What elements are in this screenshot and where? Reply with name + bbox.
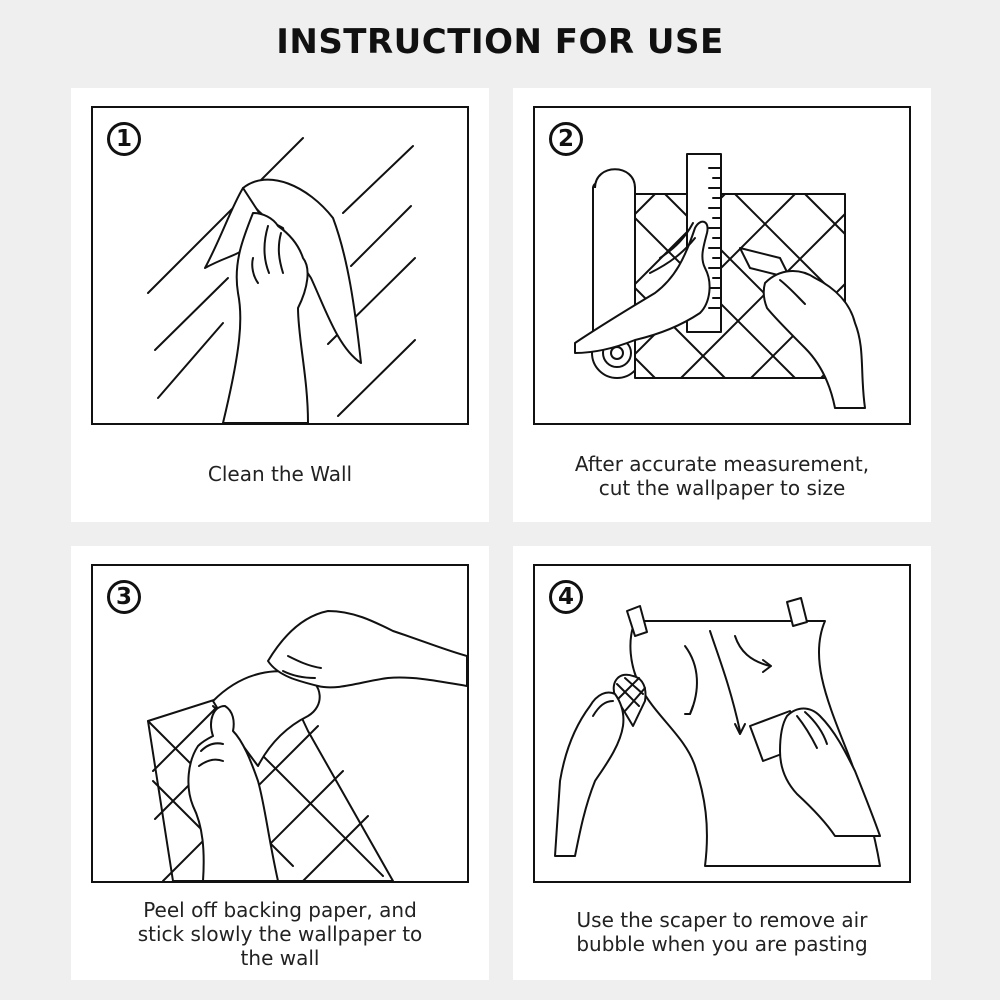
step-card-2: 2 After accurate measurement, cut the wa… bbox=[513, 88, 931, 522]
step-caption: Clean the Wall bbox=[207, 462, 353, 486]
step-caption: After accurate measurement, cut the wall… bbox=[574, 452, 870, 500]
step-number-badge: 2 bbox=[549, 122, 583, 156]
peel-backing-icon bbox=[147, 610, 467, 881]
step-caption: Peel off backing paper, and stick slowly… bbox=[137, 898, 423, 970]
step-number-badge: 4 bbox=[549, 580, 583, 614]
step-card-1: 1 Clean the Wall bbox=[71, 88, 489, 522]
ruler-cutting-icon bbox=[574, 153, 866, 409]
step-illustration-4: 4 bbox=[533, 564, 911, 883]
step-illustration-1: 1 bbox=[91, 106, 469, 425]
page-title: INSTRUCTION FOR USE bbox=[276, 22, 724, 62]
step-illustration-2: 2 bbox=[533, 106, 911, 425]
step-illustration-3: 3 bbox=[91, 564, 469, 883]
scraper-icon bbox=[554, 597, 881, 867]
step-number-badge: 1 bbox=[107, 122, 141, 156]
step-caption: Use the scaper to remove air bubble when… bbox=[576, 908, 868, 956]
wiping-cloth-icon bbox=[147, 137, 416, 423]
step-card-3: 3 Peel off backing paper, and stick slow… bbox=[71, 546, 489, 980]
step-number-badge: 3 bbox=[107, 580, 141, 614]
step-card-4: 4 Use the scaper to remove air bubble wh… bbox=[513, 546, 931, 980]
